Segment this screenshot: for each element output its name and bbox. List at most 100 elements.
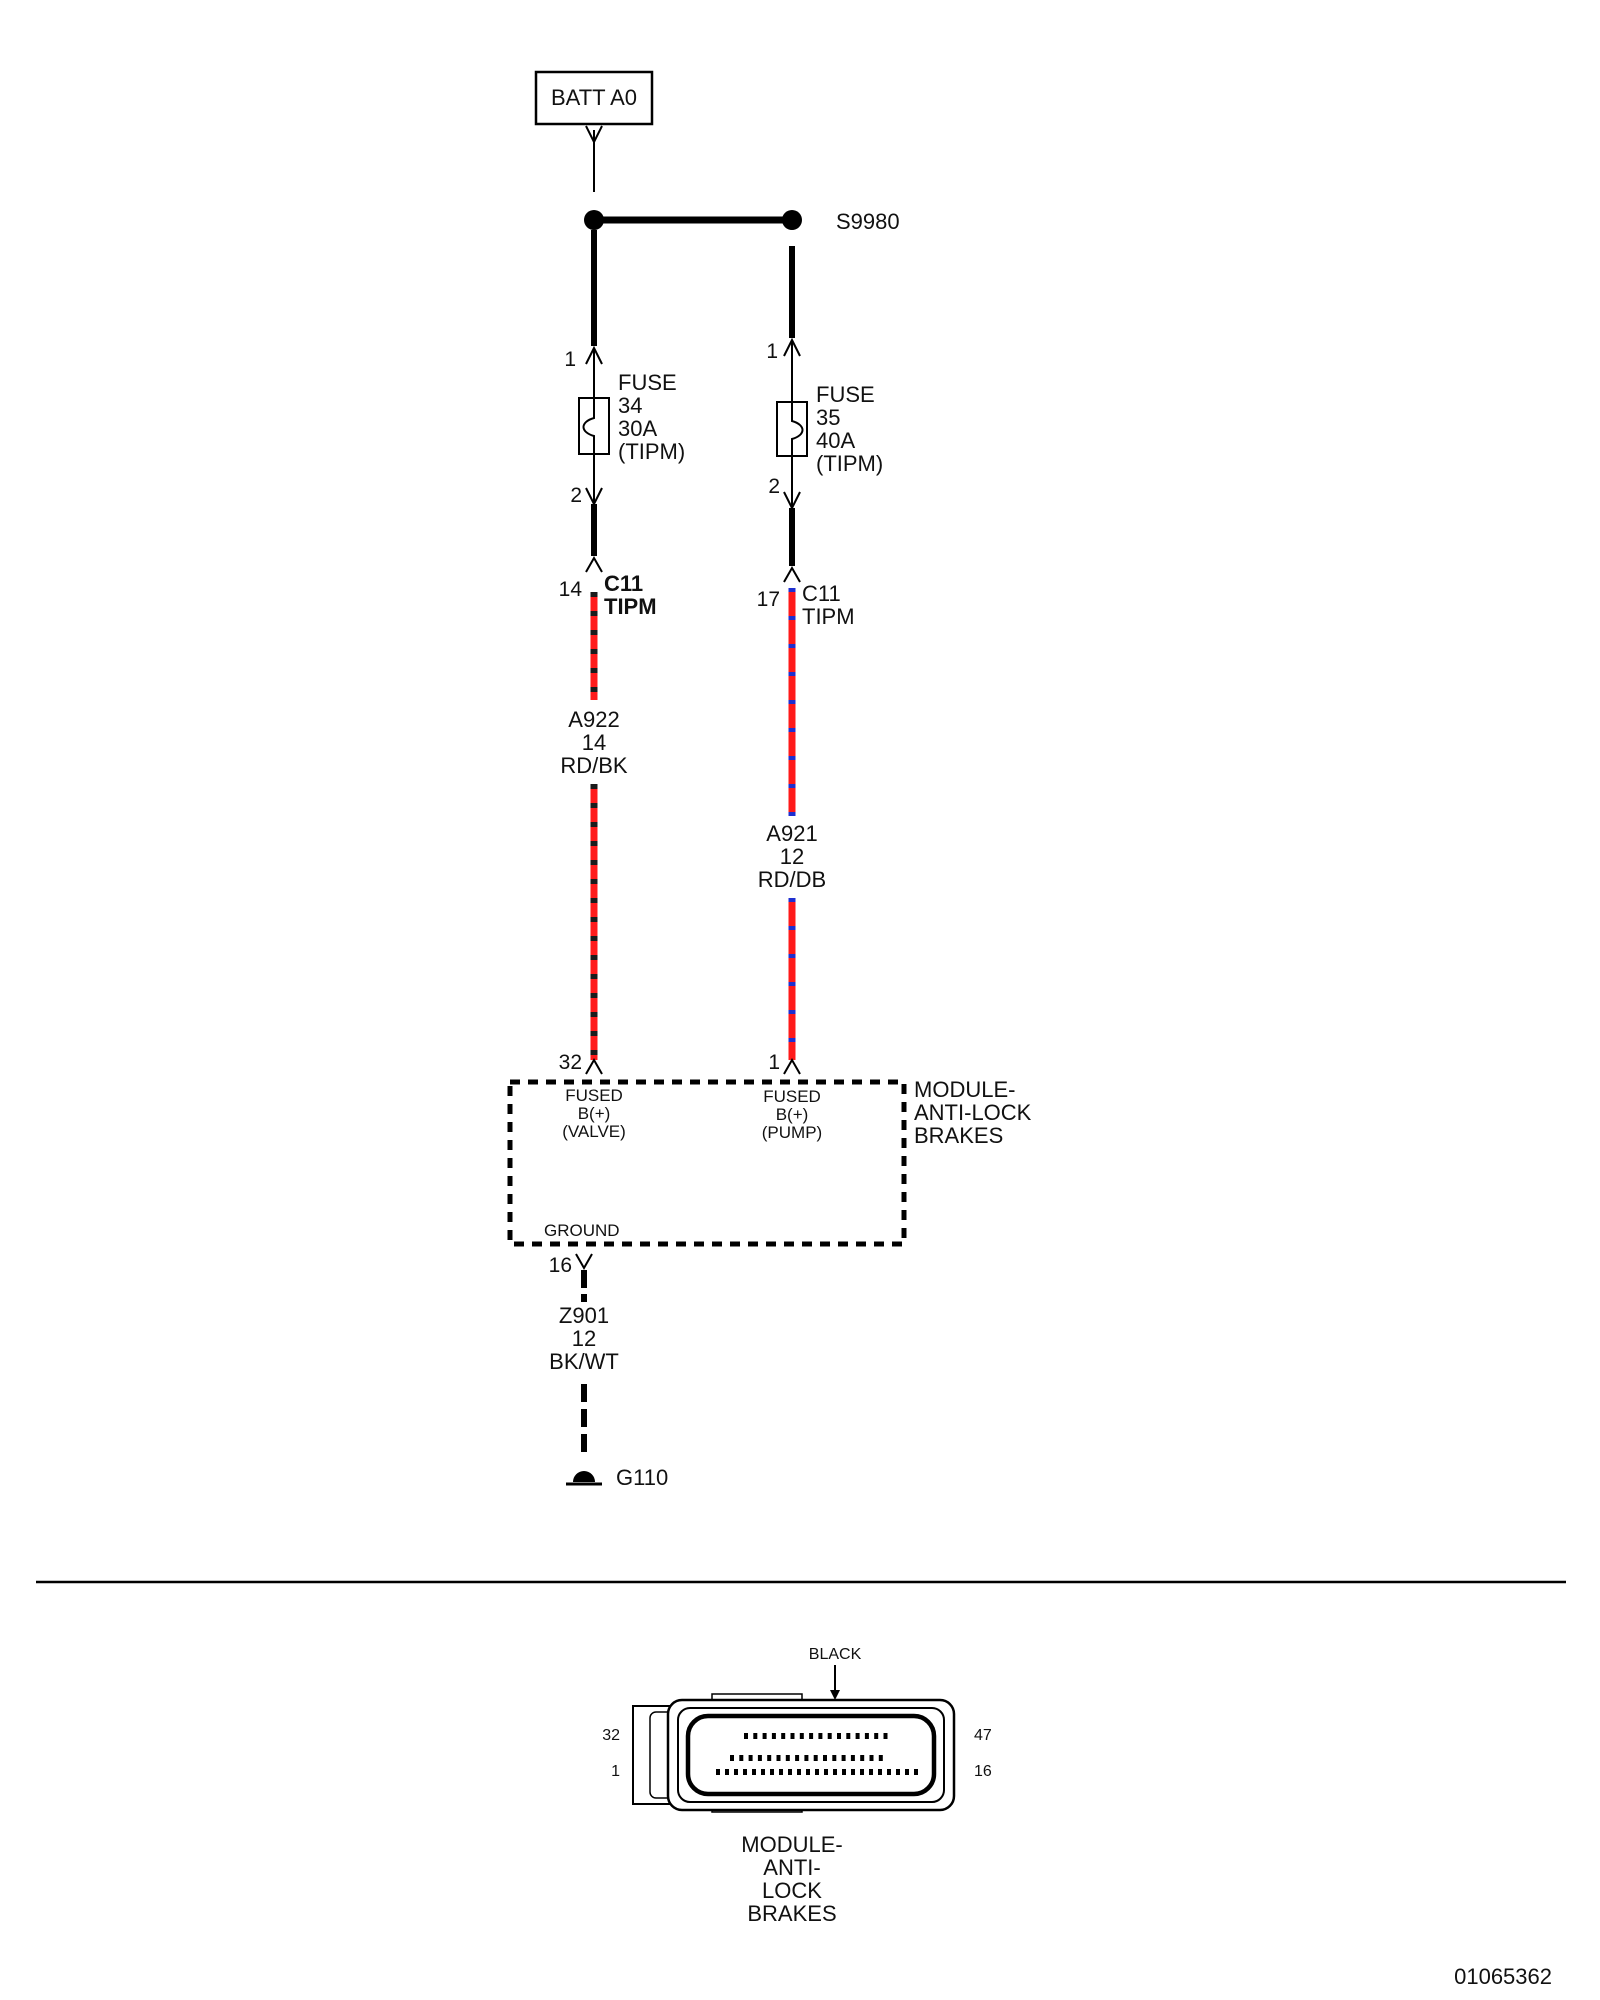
wire-z901-circuit: Z901	[559, 1303, 609, 1328]
connector-pin-cavity	[824, 1769, 828, 1775]
connector-caption-line2: ANTI-	[763, 1855, 820, 1880]
connector-pin-cavity	[743, 1769, 747, 1775]
connector-pin-cavity	[799, 1733, 804, 1739]
fuse34-title: FUSE	[618, 370, 677, 395]
fuse35-pin-in: 1	[766, 340, 778, 363]
fuse35-pin-out: 2	[768, 475, 780, 498]
c11-left-name: C11	[604, 571, 643, 596]
connector-pin-cavity	[864, 1733, 869, 1739]
connector-pin-cavity	[860, 1755, 865, 1761]
fuse35-number: 35	[816, 405, 840, 430]
connector-pin-cavity	[815, 1769, 819, 1775]
connector-pin-cavity	[809, 1733, 814, 1739]
connector-pin-cavity	[770, 1769, 774, 1775]
wire-a922-color: RD/BK	[560, 753, 628, 778]
connector-color-label: BLACK	[809, 1646, 862, 1663]
connector-pin-row-top	[744, 1733, 888, 1739]
connector-pin-cavity	[797, 1769, 801, 1775]
connector-pin-row-bottom	[716, 1769, 918, 1775]
wire-a922-gauge: 14	[582, 730, 606, 755]
fuse34-pin-out: 2	[570, 484, 582, 507]
ground-pin-arrow	[575, 1253, 593, 1271]
splice-node-right	[782, 210, 802, 230]
connector-cavity	[685, 1713, 937, 1797]
module-name-line1: MODULE-	[914, 1077, 1015, 1102]
connector-pin-cavity	[914, 1769, 918, 1775]
connector-pin-cavity	[860, 1769, 864, 1775]
connector-pin-top-right: 47	[974, 1727, 992, 1744]
connector-pin-cavity	[837, 1733, 841, 1739]
module-anti-lock-brakes: MODULE- ANTI-LOCK BRAKES GROUND	[507, 1077, 1032, 1247]
ground-pin-number: 16	[549, 1254, 572, 1277]
c11-left-location: TIPM	[604, 594, 657, 619]
fuse35-pin1-arrow	[783, 337, 801, 357]
module-pin-pump-label-1: FUSED	[763, 1087, 821, 1106]
connector-pin-top-left: 32	[602, 1727, 620, 1744]
fuse35-rating: 40A	[816, 428, 855, 453]
connector-pin-cavity	[785, 1755, 790, 1761]
module-pin-valve-label-1: FUSED	[565, 1086, 623, 1105]
connector-pin-cavity	[761, 1769, 765, 1775]
battery-box	[534, 70, 654, 126]
splice-label: S9980	[836, 209, 900, 234]
connector-pin-cavity	[823, 1755, 827, 1761]
fuse35-location: (TIPM)	[816, 451, 883, 476]
fuse35-element	[791, 402, 804, 456]
wire-a922: A922 14 RD/BK	[560, 592, 628, 1060]
connector-pin-bottom-left: 1	[611, 1763, 620, 1780]
splice-s9980: S9980	[584, 209, 900, 234]
connector-pin-cavity	[757, 1755, 762, 1761]
connector-c11-left: 14 C11 TIPM	[559, 555, 657, 619]
connector-caption-line1: MODULE-	[741, 1832, 842, 1857]
connector-pin-cavity	[850, 1755, 855, 1761]
connector-pin-cavity	[905, 1769, 909, 1775]
connector-pin-cavity	[790, 1733, 795, 1739]
connector-pin-cavity	[827, 1733, 832, 1739]
connector-pin-cavity	[744, 1733, 748, 1739]
fuse34-location: (TIPM)	[618, 439, 685, 464]
connector-pin-cavity	[762, 1733, 767, 1739]
c11-right-name: C11	[802, 581, 841, 606]
connector-pin-cavity	[869, 1755, 874, 1761]
connector-color-pointer-head	[830, 1690, 840, 1700]
connector-pin-cavity	[734, 1769, 738, 1775]
connector-pin-cavity	[771, 1733, 776, 1739]
connector-pin-cavity	[748, 1755, 753, 1761]
connector-pin-cavity	[781, 1733, 786, 1739]
connector-pin-cavity	[752, 1769, 756, 1775]
module-pin-pump-number: 1	[768, 1051, 780, 1074]
connector-caption-line3: LOCK	[762, 1878, 822, 1903]
wire-a921-circuit: A921	[766, 821, 817, 846]
fuse34-pin-in: 1	[564, 348, 576, 371]
module-pin-valve: 32 FUSED B(+) (VALVE)	[559, 1051, 626, 1141]
ground-symbol-dome	[573, 1471, 595, 1482]
module-pin-valve-label-2: B(+)	[578, 1104, 611, 1123]
fuse35-title: FUSE	[816, 382, 875, 407]
module-pin-pump-arrow	[783, 1057, 801, 1075]
module-pin-pump-label-3: (PUMP)	[762, 1123, 822, 1142]
fuse-34-circuit: 1 2 FUSE 34 30A (TIPM)	[564, 230, 685, 556]
connector-pin-cavity	[851, 1769, 855, 1775]
connector-pin-cavity	[883, 1733, 888, 1739]
module-ground-label: GROUND	[544, 1221, 620, 1240]
module-pin-pump-label-2: B(+)	[776, 1105, 809, 1124]
ground-label: G110	[616, 1465, 668, 1490]
connector-pin-cavity	[776, 1755, 781, 1761]
connector-pin-cavity	[846, 1733, 851, 1739]
connector-pin-cavity	[869, 1769, 873, 1775]
connector-pin-cavity	[841, 1755, 846, 1761]
module-name-line3: BRAKES	[914, 1123, 1003, 1148]
connector-c11-right: 17 C11 TIPM	[757, 565, 855, 629]
connector-pin-cavity	[753, 1733, 758, 1739]
fuse34-element	[582, 398, 595, 454]
connector-pin-cavity	[896, 1769, 900, 1775]
fuse-35-circuit: 1 2 FUSE 35 40A (TIPM)	[766, 246, 883, 566]
connector-pin-row-middle	[730, 1755, 883, 1761]
connector-pin-cavity	[788, 1769, 792, 1775]
c11-left-arrow	[585, 555, 603, 573]
module-pin-valve-arrow	[585, 1057, 603, 1075]
connector-pin-cavity	[818, 1733, 823, 1739]
connector-pin-cavity	[878, 1769, 882, 1775]
connector-pin-cavity	[804, 1755, 809, 1761]
